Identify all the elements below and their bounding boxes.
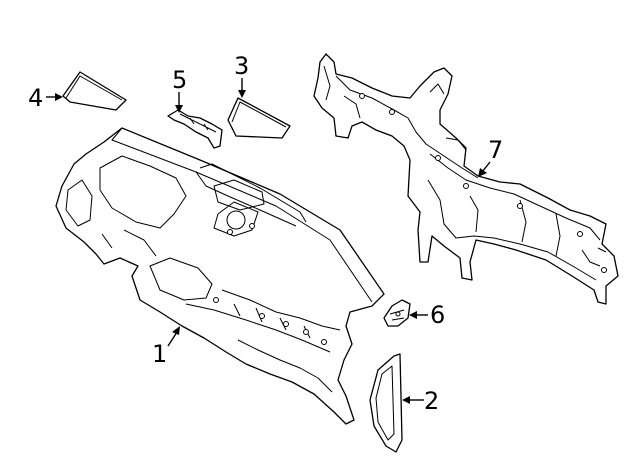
part-2-end-cover: [369, 353, 403, 453]
part-3-defroster-grille: [227, 97, 291, 139]
callout-1: 1: [152, 340, 167, 368]
callout-5: 5: [172, 66, 187, 94]
part-5-center-bracket: [167, 109, 223, 149]
part-7-cross-car-beam: [313, 53, 619, 305]
callout-leaders: [46, 78, 491, 404]
callout-4: 4: [28, 84, 43, 112]
part-1-instrument-panel: [55, 127, 385, 425]
part-6-clip: [383, 299, 411, 327]
callout-7: 7: [488, 136, 503, 164]
callout-3: 3: [234, 52, 249, 80]
callout-2: 2: [424, 387, 439, 415]
part-4-side-grille: [62, 71, 127, 111]
callout-6: 6: [430, 301, 445, 329]
